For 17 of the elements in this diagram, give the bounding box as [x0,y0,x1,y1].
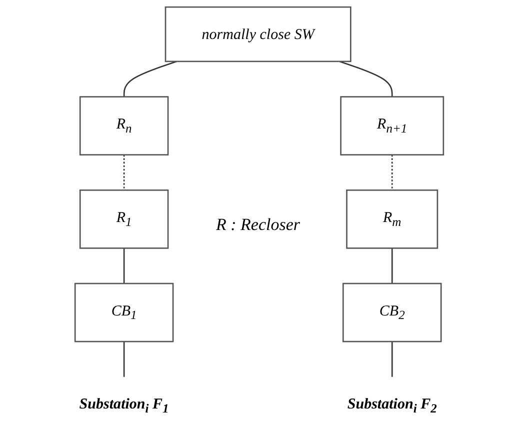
connector [123,342,125,377]
connector [123,248,125,284]
connector [123,60,177,97]
connector [391,248,393,284]
connector [339,60,393,97]
node-box [79,190,169,249]
node-box [340,96,444,156]
node-box [79,96,169,156]
connector [391,342,393,377]
node-box [164,6,352,62]
node-text: Substation$_{i}$ F$_{1}$ [79,395,169,416]
node-box [342,282,442,342]
connector [123,154,125,190]
node-text: Substation$_{i}$ F$_{2}$ [347,395,437,416]
connector [391,154,393,190]
node-box [74,282,174,342]
node-box [346,190,438,249]
